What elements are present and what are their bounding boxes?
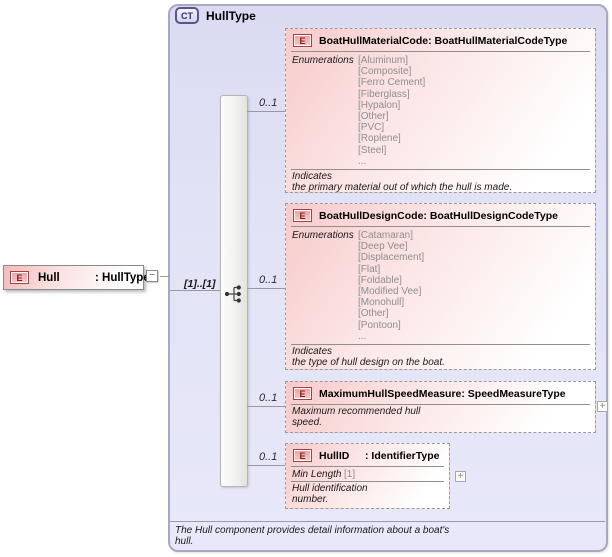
element-annotation: Maximum recommended hull speed.: [286, 405, 595, 430]
complex-type-header: CT HullType: [175, 7, 256, 24]
complex-type-annotation: The Hull component provides detail infor…: [175, 525, 595, 547]
enum-value: [Steel]: [358, 144, 387, 156]
enum-value: [Catamaran]: [358, 230, 414, 241]
divider: [291, 226, 590, 227]
enum-value: [PVC]: [358, 122, 385, 134]
enumerations-label: Enumerations: [292, 55, 354, 66]
element-title: BoatHullDesignCode: BoatHullDesignCodeTy…: [319, 210, 558, 222]
element-type: : IdentifierType: [365, 449, 440, 462]
element-annotation: Indicates the primary material out of wh…: [286, 170, 595, 193]
annotation-line: speed.: [292, 416, 323, 428]
complex-type-name: HullType: [206, 8, 256, 23]
enum-value: [Deep Vee]: [358, 241, 408, 253]
enumerations-section: Enumerations [Aluminum] [Composite] [Fer…: [286, 52, 595, 167]
facet-label: Min Length: [292, 469, 342, 480]
enumerations-section: Enumerations [Catamaran] [Deep Vee] [Dis…: [286, 227, 595, 342]
collapse-icon[interactable]: −: [146, 270, 158, 282]
divider: [170, 521, 605, 522]
connector-child-1: [247, 111, 285, 112]
occurrence-label-2: 0..1: [259, 274, 278, 286]
element-maximumhullspeedmeasure[interactable]: E MaximumHullSpeedMeasure: SpeedMeasureT…: [285, 381, 596, 433]
element-annotation: Indicates the type of hull design on the…: [286, 345, 595, 369]
element-badge-icon: E: [293, 387, 312, 400]
connector-container-to-sequence: [170, 290, 220, 291]
enum-value: [Aluminum]: [358, 55, 409, 66]
element-type: : SpeedMeasureType: [461, 387, 566, 400]
enumerations-label: Enumerations: [292, 230, 354, 241]
connector-child-4: [247, 465, 285, 466]
element-type: : BoatHullDesignCodeType: [423, 209, 558, 222]
element-title: MaximumHullSpeedMeasure: SpeedMeasureTyp…: [319, 388, 566, 400]
divider: [291, 404, 590, 405]
element-boathulldesigncode[interactable]: E BoatHullDesignCode: BoatHullDesignCode…: [285, 203, 596, 370]
enum-value: [Modified Vee]: [358, 285, 422, 297]
annotation-line: Indicates: [292, 345, 333, 357]
element-hull-title: Hull : HullType: [38, 272, 150, 284]
connector-root-to-container: [160, 276, 170, 277]
element-header: E MaximumHullSpeedMeasure: SpeedMeasureT…: [286, 382, 595, 404]
enum-value: [Hypalon]: [358, 99, 401, 111]
element-name: BoatHullDesignCode: [319, 209, 424, 222]
enum-value: [Foldable]: [358, 274, 402, 286]
expand-icon[interactable]: +: [597, 401, 608, 412]
enum-value: [Monohull]: [358, 297, 405, 309]
enum-value: [Fiberglass]: [358, 88, 410, 100]
element-title: HullID : IdentifierType: [319, 450, 439, 462]
element-annotation: Hull identification number.: [286, 482, 449, 507]
divider: [291, 168, 590, 170]
enum-value: [Other]: [358, 308, 389, 320]
element-type: : BoatHullMaterialCodeType: [428, 34, 568, 47]
element-badge-icon: E: [293, 449, 312, 462]
enum-value: [Flat]: [358, 263, 381, 275]
element-header: E BoatHullDesignCode: BoatHullDesignCode…: [286, 204, 595, 226]
expand-icon[interactable]: +: [455, 471, 466, 482]
element-title: BoatHullMaterialCode: BoatHullMaterialCo…: [319, 35, 567, 47]
annotation-line: Maximum recommended hull: [292, 406, 421, 417]
occurrence-label-1: 0..1: [259, 97, 278, 109]
element-boathullmaterialcode[interactable]: E BoatHullMaterialCode: BoatHullMaterial…: [285, 28, 596, 193]
element-badge-icon: E: [293, 209, 312, 222]
element-hull-name: Hull: [38, 271, 60, 284]
element-header: E BoatHullMaterialCode: BoatHullMaterial…: [286, 29, 595, 51]
facet-row: Min Length [1]: [286, 467, 449, 481]
enum-value: [Other]: [358, 110, 389, 122]
enum-value: [Pontoon]: [358, 319, 401, 331]
sequence-icon[interactable]: [223, 283, 245, 310]
element-name: HullID: [319, 449, 350, 462]
enumerations-values: [Aluminum] [Composite] [Ferro Cement] [F…: [358, 55, 425, 167]
annotation-line: the primary material out of which the hu…: [292, 181, 513, 193]
connector-child-3: [247, 406, 285, 407]
enum-value: [Composite]: [358, 66, 412, 78]
complex-type-badge: CT: [175, 7, 199, 24]
connector-child-2: [247, 288, 285, 289]
divider: [291, 51, 590, 52]
annotation-line: Hull identification: [292, 483, 368, 494]
enum-value: ...: [358, 155, 367, 167]
enum-value: [Roplene]: [358, 133, 401, 145]
annotation-line: Indicates: [292, 170, 333, 182]
element-hullid[interactable]: E HullID: IdentifierType Min Length [1] …: [285, 443, 450, 509]
annotation-line: The Hull component provides detail infor…: [175, 525, 450, 536]
element-badge-icon: E: [10, 271, 29, 284]
root-cardinality-label: [1]..[1]: [184, 278, 216, 290]
annotation-line: hull.: [175, 536, 194, 547]
enum-value: [Ferro Cement]: [358, 77, 426, 89]
divider: [291, 343, 590, 345]
element-hull[interactable]: E Hull : HullType: [3, 265, 150, 290]
element-badge-icon: E: [293, 34, 312, 47]
enumerations-values: [Catamaran] [Deep Vee] [Displacement] [F…: [358, 230, 424, 342]
occurrence-label-3: 0..1: [259, 392, 278, 404]
element-hull-type: : HullType: [95, 271, 150, 284]
element-name: MaximumHullSpeedMeasure: [319, 387, 462, 400]
enum-value: ...: [358, 330, 367, 342]
divider: [291, 466, 444, 467]
divider: [291, 481, 444, 482]
facet-value: [1]: [344, 469, 356, 480]
element-header: E HullID : IdentifierType: [286, 444, 449, 466]
element-name: BoatHullMaterialCode: [319, 34, 429, 47]
annotation-line: the type of hull design on the boat.: [292, 356, 445, 368]
enum-value: [Displacement]: [358, 252, 425, 264]
occurrence-label-4: 0..1: [259, 451, 278, 463]
annotation-line: number.: [292, 493, 329, 505]
